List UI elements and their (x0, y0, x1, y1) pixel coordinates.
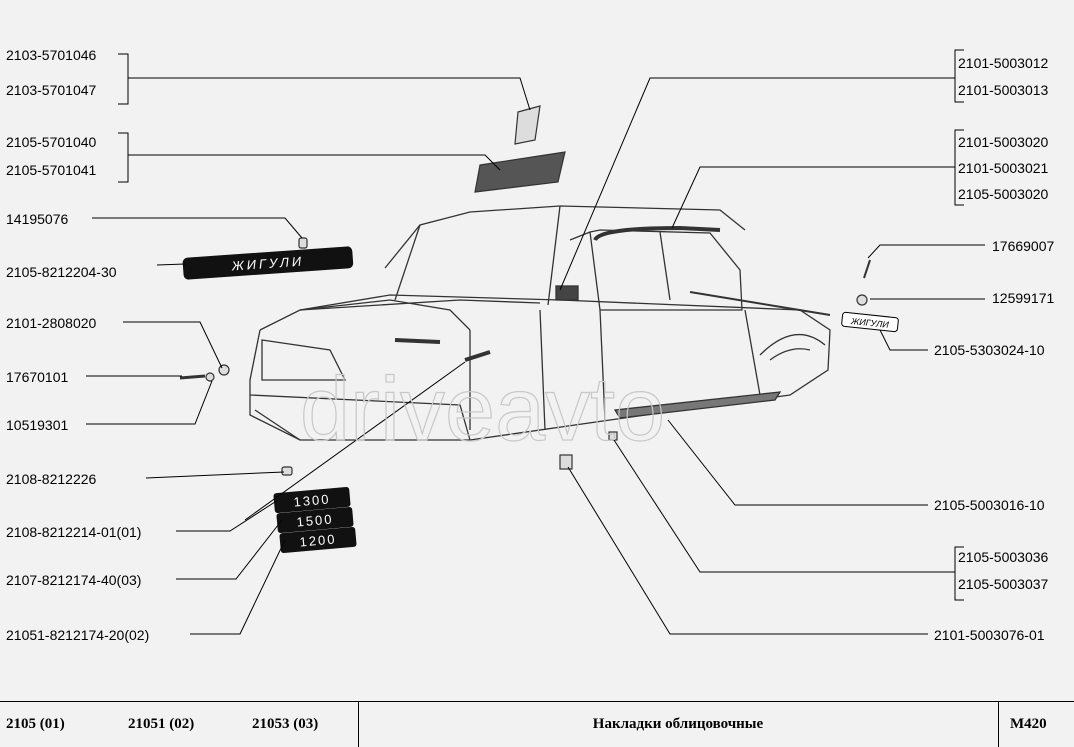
part-label-left: 21051-8212174-20(02) (6, 627, 150, 643)
page-code: M420 (1010, 716, 1047, 732)
part-label-right: 2105-5003037 (958, 576, 1049, 592)
nameplate-front-text: ЖИГУЛИ (230, 253, 304, 273)
bolt-17669007 (863, 259, 871, 279)
part-label-right: 12599171 (992, 290, 1055, 306)
part-label-left: 2108-8212226 (6, 471, 97, 487)
part-label-left: 2108-8212214-01(01) (6, 524, 142, 540)
model-code-1: 2105 (01) (6, 716, 65, 732)
part-label-left: 2103-5701046 (6, 47, 97, 63)
clip-part-2101-5003076 (559, 454, 573, 470)
clip-part-2101-2808020 (218, 364, 230, 376)
part-label-left: 17670101 (6, 369, 69, 385)
leader-lines-right (559, 49, 985, 635)
part-label-left: 2105-5701040 (6, 134, 97, 150)
badge-1200: 1200 (279, 526, 357, 554)
model-code-2: 21051 (02) (128, 716, 195, 732)
clip-part-2105-5003036 (608, 431, 618, 441)
nameplate-front: ЖИГУЛИ (182, 246, 354, 280)
badge-1300: 1300 (273, 486, 351, 514)
nut-12599171 (856, 294, 868, 306)
small-parts (179, 105, 871, 476)
model-code-3: 21053 (03) (252, 716, 319, 732)
part-label-left: 2107-8212174-40(03) (6, 572, 142, 588)
car-outline (249, 205, 831, 441)
footer-title-block: 2105 (01) 21051 (02) 21053 (03) Накладки… (0, 701, 1074, 747)
divider (998, 702, 999, 747)
washer-10519301 (205, 372, 215, 382)
part-label-right: 2105-5003020 (958, 186, 1049, 202)
rear-window-grille (474, 151, 566, 193)
part-label-right: 2105-5303024-10 (934, 342, 1045, 358)
part-label-right: 2101-5003020 (958, 134, 1049, 150)
screw-17670101 (179, 374, 206, 380)
leader-lines-left (86, 53, 531, 635)
divider (358, 702, 359, 747)
svg-text:1200: 1200 (299, 531, 337, 549)
clip-part-14195076 (298, 237, 308, 249)
part-label-left: 10519301 (6, 417, 69, 433)
page-title: Накладки облицовочные (592, 716, 764, 732)
svg-text:1300: 1300 (293, 491, 331, 509)
clip-part-2108-8212226 (281, 466, 293, 476)
part-label-left: 2105-5701041 (6, 162, 97, 178)
small-window-glass (514, 105, 541, 145)
part-label-right: 2101-5003012 (958, 55, 1049, 71)
part-label-right: 2101-5003013 (958, 82, 1049, 98)
nameplate-rear-text: ЖИГУЛИ (850, 316, 890, 330)
nameplate-rear: ЖИГУЛИ (841, 311, 899, 333)
part-label-left: 2105-8212204-30 (6, 264, 117, 280)
part-label-right: 2105-5003016-10 (934, 497, 1045, 513)
emblems: ЖИГУЛИ ЖИГУЛИ 1300 1500 1200 (182, 246, 899, 554)
part-label-right: 2101-5003021 (958, 160, 1049, 176)
part-label-right: 2101-5003076-01 (934, 627, 1045, 643)
part-label-left: 2101-2808020 (6, 315, 97, 331)
svg-text:1500: 1500 (296, 511, 334, 529)
part-label-left: 14195076 (6, 211, 69, 227)
part-label-left: 2103-5701047 (6, 82, 97, 98)
part-label-right: 17669007 (992, 238, 1055, 254)
part-label-right: 2105-5003036 (958, 549, 1049, 565)
badge-1500: 1500 (276, 506, 354, 534)
watermark: driveavto (300, 360, 665, 460)
